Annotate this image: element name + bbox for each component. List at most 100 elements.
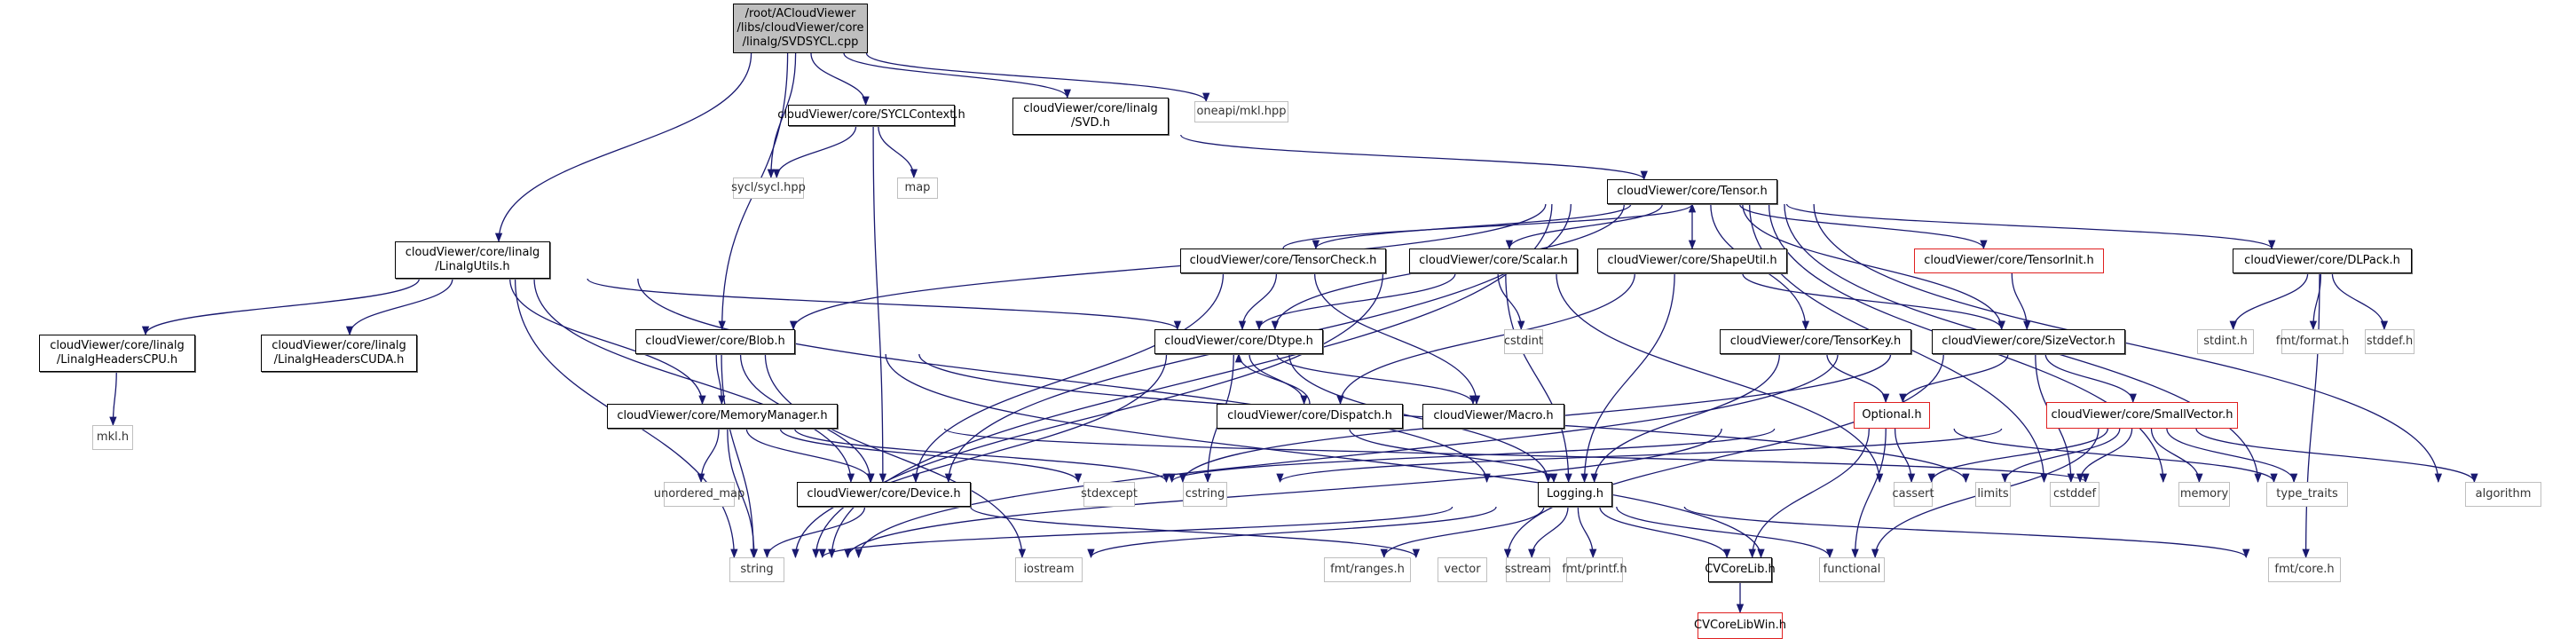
node-tensor[interactable]: cloudViewer/core/Tensor.h (1607, 179, 1777, 204)
node-label: fmt/ranges.h (1330, 563, 1405, 576)
node-memory: memory (2178, 482, 2230, 507)
node-label: mkl.h (96, 430, 130, 444)
node-linalgutils[interactable]: cloudViewer/core/linalg /LinalgUtils.h (395, 241, 550, 279)
node-label: sstream (1504, 563, 1552, 576)
node-mklh: mkl.h (92, 425, 133, 450)
edge-scalar-to-cstdint (1497, 272, 1525, 331)
node-dispatch[interactable]: cloudViewer/core/Dispatch.h (1217, 404, 1403, 429)
node-sizevector[interactable]: cloudViewer/core/SizeVector.h (1932, 329, 2125, 354)
edge-tensorinit-to-sizevector (2011, 272, 2031, 331)
node-logging[interactable]: Logging.h (1538, 482, 1612, 507)
node-unordered-map: unordered_map (654, 482, 744, 507)
node-syclctx[interactable]: cloudViewer/core/SYCLContext.h (777, 105, 965, 126)
node-map: map (897, 178, 938, 199)
node-cassert: cassert (1892, 482, 1934, 507)
edge-root-to-linalgutils (494, 52, 752, 243)
edge-svd-to-tensor (1180, 134, 1648, 181)
edge-logging-to-sstream (1528, 506, 1569, 559)
edge-smallvector-to-algorithm (2195, 428, 2478, 484)
edge-sizevector-to-optional (1899, 353, 2009, 404)
node-svd[interactable]: cloudViewer/core/linalg /SVD.h (1012, 98, 1169, 135)
node-label: cloudViewer/core/linalg /LinalgUtils.h (405, 246, 540, 273)
node-lhcpu[interactable]: cloudViewer/core/linalg /LinalgHeadersCP… (39, 335, 195, 372)
node-memmgr[interactable]: cloudViewer/core/MemoryManager.h (607, 404, 838, 429)
node-dlpack[interactable]: cloudViewer/core/DLPack.h (2233, 248, 2412, 273)
edge-optional-to-cassert (1894, 428, 1916, 484)
node-label: sycl/sycl.hpp (731, 181, 806, 194)
node-cvcorelibwin[interactable]: CVCoreLibWin.h (1694, 612, 1786, 639)
edge-linalgutils-to-dtype (587, 278, 1181, 331)
edge-shapeutil-to-sizevector (1742, 272, 2005, 331)
node-dtype[interactable]: cloudViewer/core/Dtype.h (1154, 329, 1323, 354)
edge-logging-to-fmtprintf (1577, 506, 1597, 559)
edge-root-to-mklhpp (865, 52, 1210, 103)
edge-optional-to-cvcorelib (1748, 428, 1870, 559)
node-label: iostream (1023, 563, 1075, 576)
edge-smallvector-to-type_traits (2166, 428, 2298, 484)
edge-linalgutils-to-lhcuda (345, 278, 453, 336)
node-optional[interactable]: Optional.h (1854, 402, 1930, 429)
edge-root-to-syclctx (810, 52, 870, 106)
edge-sizevector-to-string (855, 353, 1839, 559)
edge-smallvector-to-cstring (1276, 428, 2003, 484)
node-sstream: sstream (1504, 557, 1552, 582)
edge-logging-to-fmtcore (1683, 506, 2250, 559)
edge-optional-to-string (844, 428, 1722, 559)
edge-sizevector-to-vector (1503, 353, 1944, 559)
edge-sizevector-to-smallvector (2044, 353, 2137, 404)
edge-memmgr-to-unordered_map (697, 428, 720, 484)
edge-blob-to-memmgr (715, 353, 726, 406)
edge-dispatch-to-dtype (1234, 352, 1311, 405)
node-label: cloudViewer/Macro.h (1433, 409, 1554, 422)
node-label: cloudViewer/core/Dtype.h (1164, 335, 1313, 348)
edge-memmgr-to-memory (943, 428, 2090, 484)
edge-syclctx-to-map (878, 125, 918, 179)
edge-optional-to-functional (1851, 428, 1887, 559)
node-cstddef: cstddef (2050, 482, 2099, 507)
edge-dispatch-to-logging (1349, 428, 1558, 484)
node-label: Optional.h (1862, 408, 1922, 422)
node-shapeutil[interactable]: cloudViewer/core/ShapeUtil.h (1597, 248, 1787, 273)
edge-tensorcheck-to-macro (1313, 272, 1481, 406)
edge-logging-to-string (818, 506, 1453, 559)
node-label: cloudViewer/core/Device.h (807, 487, 961, 501)
node-label: /root/ACloudViewer /libs/cloudViewer/cor… (737, 7, 864, 49)
node-label: cloudViewer/core/SizeVector.h (1942, 335, 2115, 348)
edge-device-to-string (763, 506, 866, 559)
edge-tensor-to-dlpack (1785, 203, 2276, 250)
node-cvcorelib[interactable]: CVCoreLib.h (1705, 557, 1776, 582)
node-tensorcheck[interactable]: cloudViewer/core/TensorCheck.h (1180, 248, 1386, 273)
node-label: cloudViewer/core/ShapeUtil.h (1607, 254, 1777, 267)
node-device[interactable]: cloudViewer/core/Device.h (797, 482, 971, 507)
node-smallvector[interactable]: cloudViewer/core/SmallVector.h (2046, 402, 2238, 429)
node-tensorinit[interactable]: cloudViewer/core/TensorInit.h (1914, 248, 2104, 273)
node-macro[interactable]: cloudViewer/Macro.h (1422, 404, 1564, 429)
node-fmtprintf: fmt/printf.h (1562, 557, 1627, 582)
edge-scalar-to-logging (1505, 272, 1572, 484)
node-label: fmt/format.h (2275, 335, 2350, 348)
edge-logging-to-functional (1616, 506, 1834, 559)
node-label: fmt/printf.h (1562, 563, 1627, 576)
node-vector: vector (1438, 557, 1487, 582)
node-label: cloudViewer/core/Scalar.h (1419, 254, 1568, 267)
node-mklhpp: oneapi/mkl.hpp (1194, 101, 1288, 122)
node-blob[interactable]: cloudViewer/core/Blob.h (635, 329, 795, 354)
edge-root-to-sycl (767, 52, 797, 179)
node-label: cloudViewer/core/TensorCheck.h (1189, 254, 1377, 267)
node-limits: limits (1975, 482, 2011, 507)
node-lhcuda[interactable]: cloudViewer/core/linalg /LinalgHeadersCU… (261, 335, 417, 372)
edge-dlpack-to-fmtcore (2302, 272, 2320, 559)
node-stddefh: stddef.h (2365, 329, 2415, 354)
node-root[interactable]: /root/ACloudViewer /libs/cloudViewer/cor… (733, 4, 868, 53)
node-label: fmt/core.h (2274, 563, 2335, 576)
node-label: cloudViewer/core/MemoryManager.h (617, 409, 828, 422)
edge-dlpack-to-stdinth (2229, 272, 2309, 331)
node-label: cloudViewer/core/Dispatch.h (1227, 409, 1392, 422)
edge-tensor-to-blob (790, 203, 1547, 331)
edge-blob-to-string (721, 353, 758, 559)
node-scalar[interactable]: cloudViewer/core/Scalar.h (1409, 248, 1578, 273)
node-fmtformat: fmt/format.h (2276, 329, 2349, 354)
edge-lhcpu-to-mklh (109, 371, 117, 427)
edge-linalgutils-to-lhcpu (141, 278, 421, 336)
node-tensorkey[interactable]: cloudViewer/core/TensorKey.h (1720, 329, 1911, 354)
